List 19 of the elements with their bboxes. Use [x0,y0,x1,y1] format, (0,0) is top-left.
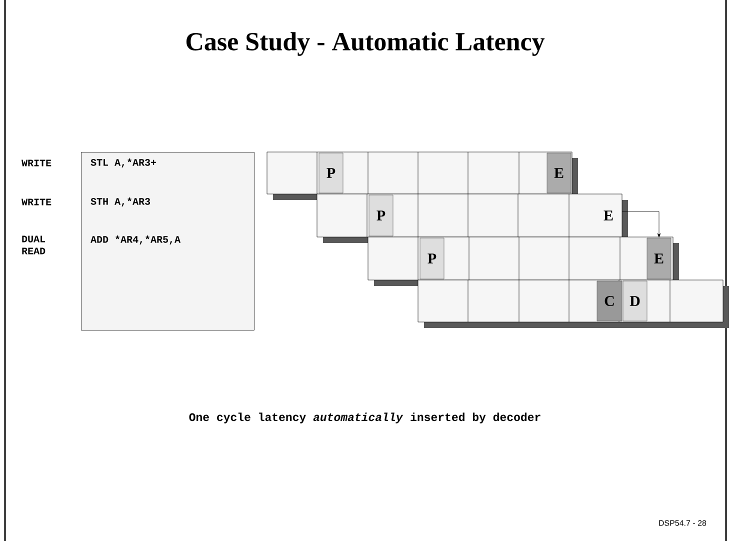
code-line: STH A,*AR3 [90,198,150,206]
code-box [81,152,254,330]
stage-cell: D [622,280,648,322]
operation-label: DUAL READ [22,236,46,254]
stage-cell: E [646,238,672,280]
stage-cell: P [318,152,344,194]
code-line: ADD *AR4,*AR5,A [90,236,181,244]
stage-cell: E [546,152,572,194]
caption: One cycle latency automatically inserted by decoder [189,412,540,424]
code-line: STL A,*AR3+ [90,158,156,168]
arrow [622,211,661,238]
operation-label: WRITE [22,198,52,206]
title: Case Study - Automatic Latency [186,32,545,56]
slide-number: DSP54.7 - 28 [659,520,706,526]
stage-cell: P [368,194,394,236]
stage-letter: E [604,210,613,220]
stage-cell: P [420,238,444,280]
stage-cell: C [596,280,622,322]
operation-label: WRITE [22,160,52,166]
